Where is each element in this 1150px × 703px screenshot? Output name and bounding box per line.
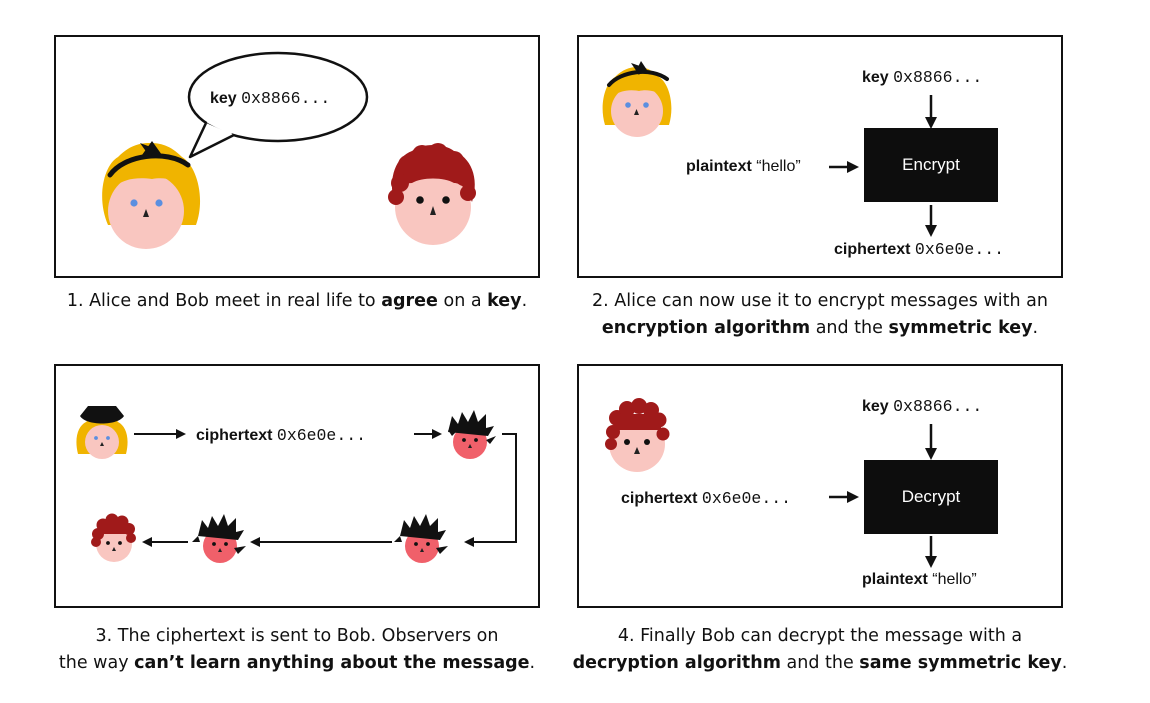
arrow-box-to-ciphertext: [925, 205, 937, 237]
arrow-plaintext-to-box: [829, 161, 859, 173]
caption-step-4: 4. Finally Bob can decrypt the message w…: [553, 623, 1087, 677]
arrow-observer3-to-bob: [142, 537, 188, 547]
alice-icon: [102, 141, 201, 249]
encrypt-box: Encrypt: [864, 128, 998, 202]
panel-encrypt: key 0x8866... plaintext “hello” Encrypt …: [577, 35, 1063, 278]
caption-text: and the: [780, 653, 860, 673]
caption-text: 1. Alice and Bob meet in real life to: [66, 291, 382, 311]
plaintext-label: plaintext “hello”: [862, 571, 977, 589]
speech-bubble: [187, 51, 369, 159]
alice-small-icon: [76, 406, 128, 459]
bob-icon: [388, 143, 476, 245]
bubble-text: key 0x8866...: [210, 89, 330, 108]
caption-emphasis: encryption algorithm: [601, 318, 811, 338]
bob-small-icon: [91, 513, 136, 562]
plaintext-value: “hello”: [756, 158, 801, 175]
caption-text: 4. Finally Bob can decrypt the message w…: [617, 626, 1023, 646]
ciphertext-keyword: ciphertext: [834, 241, 911, 258]
bob-icon: [605, 398, 670, 472]
panel2-drawing: [602, 61, 937, 237]
caption-text: on a: [437, 291, 488, 311]
caption-text: .: [521, 291, 528, 311]
key-label: key 0x8866...: [862, 397, 982, 416]
arrow-msg-to-observer: [414, 429, 442, 439]
ciphertext-label: ciphertext 0x6e0e...: [621, 489, 791, 508]
caption-emphasis: agree: [381, 291, 438, 311]
observer-icon: [394, 514, 448, 563]
caption-emphasis: key: [487, 291, 522, 311]
bubble-value: 0x8866...: [241, 89, 331, 108]
caption-text: .: [529, 653, 536, 673]
arrow-alice-to-msg: [134, 429, 186, 439]
ciphertext-value: 0x6e0e...: [701, 489, 792, 508]
panel-transmit: ciphertext 0x6e0e...: [54, 364, 540, 608]
panel-decrypt: key 0x8866... ciphertext 0x6e0e... Decry…: [577, 364, 1063, 608]
arrow-ciphertext-to-box: [829, 491, 859, 503]
caption-text: .: [1032, 318, 1039, 338]
panel4-drawing: [605, 398, 937, 568]
route-right-edge: [464, 433, 517, 547]
key-keyword: key: [862, 398, 889, 415]
caption-text: 2. Alice can now use it to encrypt messa…: [592, 291, 1048, 311]
decrypt-box: Decrypt: [864, 460, 998, 534]
caption-step-1: 1. Alice and Bob meet in real life to ag…: [30, 288, 564, 315]
arrow-box-to-plaintext: [925, 536, 937, 568]
observer-icon: [448, 410, 496, 459]
plaintext-keyword: plaintext: [862, 571, 928, 588]
caption-emphasis: same symmetric key: [859, 653, 1062, 673]
caption-emphasis: can’t learn anything about the message: [134, 653, 530, 673]
bubble-keyword: key: [210, 90, 237, 107]
plaintext-value: “hello”: [932, 571, 977, 588]
panel-agree-on-key: key 0x8866...: [54, 35, 540, 278]
ciphertext-label: ciphertext 0x6e0e...: [834, 240, 1004, 259]
ciphertext-value: 0x6e0e...: [914, 240, 1005, 259]
caption-text: and the: [810, 318, 889, 338]
caption-text: 3. The ciphertext is sent to Bob. Observ…: [95, 626, 499, 646]
plaintext-label: plaintext “hello”: [686, 158, 801, 176]
key-keyword: key: [862, 69, 889, 86]
caption-step-3: 3. The ciphertext is sent to Bob. Observ…: [30, 623, 564, 677]
key-label: key 0x8866...: [862, 68, 982, 87]
arrow-observer2-to-observer3: [250, 537, 392, 547]
alice-icon: [602, 61, 672, 137]
caption-step-2: 2. Alice can now use it to encrypt messa…: [553, 288, 1087, 342]
caption-text: .: [1061, 653, 1068, 673]
caption-text: the way: [58, 653, 135, 673]
panel3-drawing: [76, 406, 517, 563]
arrow-key-to-box: [925, 424, 937, 460]
ciphertext-value: 0x6e0e...: [276, 426, 367, 445]
caption-emphasis: symmetric key: [888, 318, 1033, 338]
arrow-key-to-box: [925, 95, 937, 129]
key-value: 0x8866...: [893, 68, 983, 87]
key-value: 0x8866...: [893, 397, 983, 416]
observer-icon: [192, 514, 246, 563]
ciphertext-keyword: ciphertext: [196, 427, 273, 444]
ciphertext-message-label: ciphertext 0x6e0e...: [196, 426, 366, 445]
panel1-drawing: [102, 51, 476, 249]
ciphertext-keyword: ciphertext: [621, 490, 698, 507]
plaintext-keyword: plaintext: [686, 158, 752, 175]
caption-emphasis: decryption algorithm: [572, 653, 781, 673]
